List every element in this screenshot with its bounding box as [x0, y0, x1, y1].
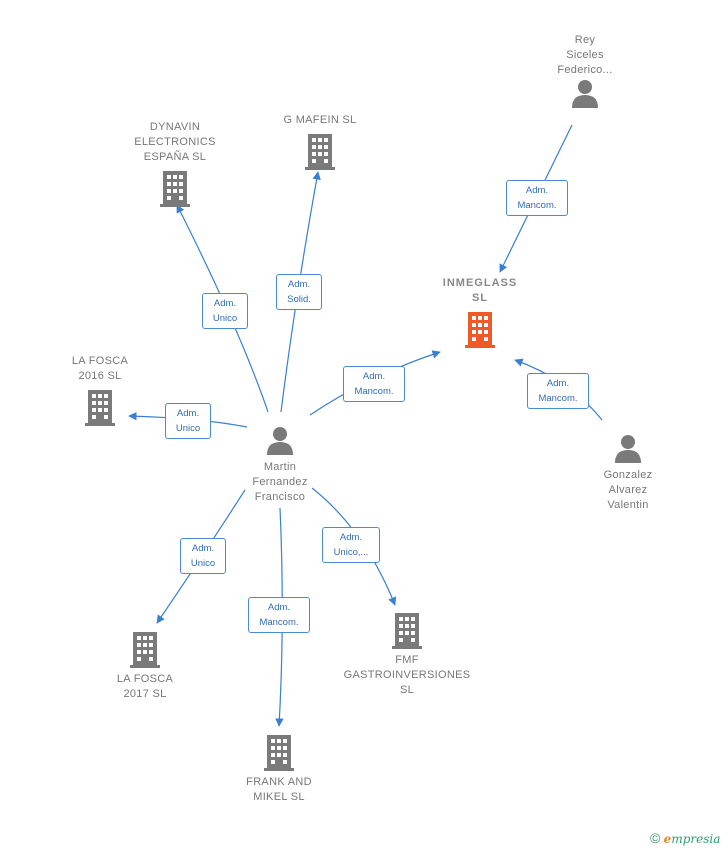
building-icon [95, 632, 195, 668]
node-inmeglass[interactable]: INMEGLASS SL [425, 276, 535, 348]
building-icon [115, 171, 235, 207]
person-icon [578, 433, 678, 463]
relation-martin-fosca2016[interactable]: Adm. Unico [165, 403, 211, 439]
empresia-brand[interactable]: © empresia [650, 830, 720, 846]
node-fmf-gastroinversiones[interactable]: FMF GASTROINVERSIONES SL [337, 613, 477, 698]
node-label: G MAFEIN SL [283, 114, 357, 126]
relation-gonzalez-inmeglass[interactable]: Adm. Mancom. [527, 373, 589, 409]
copyright-icon: © [650, 830, 661, 846]
relation-martin-frank[interactable]: Adm. Mancom. [248, 597, 310, 633]
relation-rey-inmeglass[interactable]: Adm. Mancom. [506, 180, 568, 216]
node-label: FMF GASTROINVERSIONES SL [343, 654, 471, 696]
node-dynavin[interactable]: DYNAVIN ELECTRONICS ESPAÑA SL [115, 120, 235, 207]
relation-martin-fosca2017[interactable]: Adm. Unico [180, 538, 226, 574]
relation-martin-fmf[interactable]: Adm. Unico,... [322, 527, 380, 563]
node-la-fosca-2017[interactable]: LA FOSCA 2017 SL [95, 632, 195, 702]
brand-e: e [663, 832, 672, 846]
node-la-fosca-2016[interactable]: LA FOSCA 2016 SL [50, 354, 150, 426]
node-frank-and-mikel[interactable]: FRANK AND MIKEL SL [229, 735, 329, 805]
node-label: LA FOSCA 2017 SL [116, 673, 174, 700]
node-label: Rey Siceles Federico... [557, 34, 613, 76]
node-label: LA FOSCA 2016 SL [71, 355, 129, 382]
building-icon [229, 735, 329, 771]
person-icon [230, 425, 330, 455]
building-icon [265, 134, 375, 170]
node-label: Martin Fernandez Francisco [252, 461, 308, 503]
node-g-mafein[interactable]: G MAFEIN SL [265, 113, 375, 170]
node-label: DYNAVIN ELECTRONICS ESPAÑA SL [134, 121, 216, 163]
node-gonzalez-alvarez[interactable]: Gonzalez Alvarez Valentin [578, 433, 678, 513]
brand-name: mpresia [671, 832, 721, 846]
building-icon [337, 613, 477, 649]
node-rey-siceles[interactable]: Rey Siceles Federico... [535, 33, 635, 108]
building-icon [50, 390, 150, 426]
relation-martin-inmeglass[interactable]: Adm. Mancom. [343, 366, 405, 402]
relation-martin-dynavin[interactable]: Adm. Unico [202, 293, 248, 329]
node-label: INMEGLASS SL [442, 277, 518, 304]
node-label: FRANK AND MIKEL SL [246, 776, 312, 803]
building-icon [425, 312, 535, 348]
relation-martin-gmafein[interactable]: Adm. Solid. [276, 274, 322, 310]
node-label: Gonzalez Alvarez Valentin [603, 469, 653, 511]
person-icon [535, 78, 635, 108]
node-martin-fernandez[interactable]: Martin Fernandez Francisco [230, 425, 330, 505]
